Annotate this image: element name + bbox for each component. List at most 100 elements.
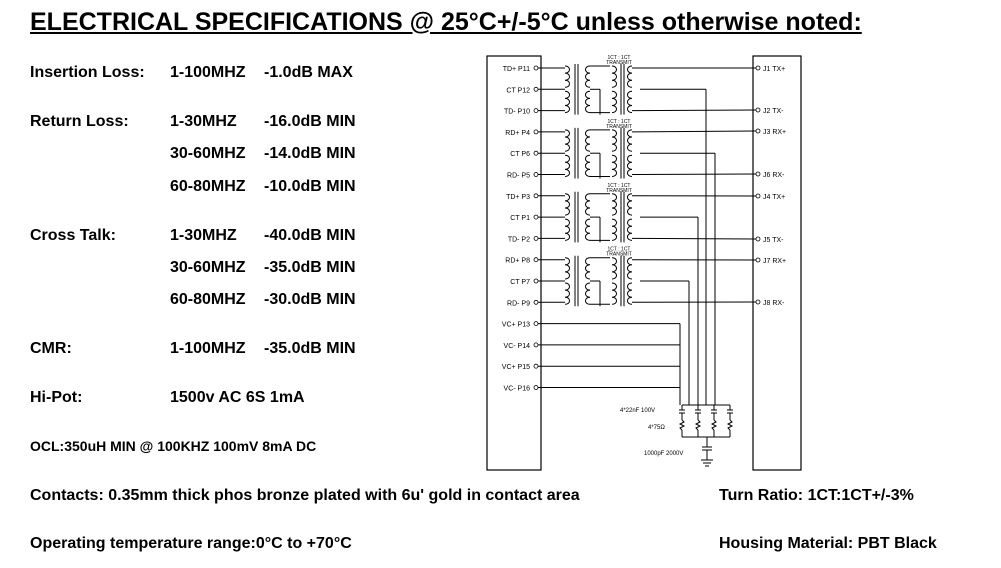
coil <box>611 193 617 216</box>
pin-terminal <box>533 321 539 327</box>
return-loss-value: -16.0dB MIN <box>264 113 356 130</box>
coil <box>564 193 570 216</box>
return-loss-row: 30-60MHZ -14.0dB MIN <box>0 145 470 165</box>
transformer-type-label: TRANSMIT <box>606 188 632 194</box>
cmr-row: CMR: 1-100MHZ -35.0dB MIN <box>0 340 470 360</box>
temperature-spec: Operating temperature range:0°C to +70°C <box>30 535 352 552</box>
resistor <box>710 419 718 431</box>
left-pin-label: TD+ P11 <box>503 66 530 73</box>
pin-terminal <box>533 65 539 71</box>
coil <box>564 218 570 241</box>
return-loss-value: -10.0dB MIN <box>264 178 356 195</box>
coil <box>564 154 570 177</box>
coil <box>564 90 570 114</box>
pin-terminal <box>755 65 761 71</box>
pin-terminal <box>533 129 539 135</box>
pin-terminal <box>533 172 539 177</box>
coil <box>627 65 633 88</box>
pin-terminal <box>533 214 539 220</box>
pin-terminal <box>533 193 539 199</box>
transformer-ratio-label: 1CT : 1CT <box>608 119 631 125</box>
pin-terminal <box>533 342 539 348</box>
coil <box>585 129 591 152</box>
cmr-value: -35.0dB MIN <box>264 340 356 357</box>
coil <box>611 90 617 114</box>
coil <box>564 257 570 280</box>
housing-spec: Housing Material: PBT Black <box>719 535 937 552</box>
cross-talk-freq: 1-30MHZ <box>170 227 237 244</box>
coil <box>585 282 591 305</box>
coil <box>627 90 633 114</box>
cmr-label: CMR: <box>30 340 72 357</box>
insertion-loss-label: Insertion Loss: <box>30 64 145 81</box>
wire <box>631 173 757 175</box>
return-loss-row: Return Loss: 1-30MHZ -16.0dB MIN <box>0 113 470 133</box>
pin-terminal <box>755 257 761 263</box>
transformer-type-label: TRANSMIT <box>606 60 632 66</box>
transformer-ratio-label: 1CT : 1CT <box>608 55 631 61</box>
coil <box>627 154 633 177</box>
coil <box>627 218 633 241</box>
left-pin-label: VC- P16 <box>504 386 531 393</box>
transformer-ratio-label: 1CT : 1CT <box>608 183 631 189</box>
coil <box>585 193 591 216</box>
pin-terminal <box>533 278 539 284</box>
termination-network <box>678 409 734 467</box>
return-loss-value: -14.0dB MIN <box>264 145 356 162</box>
left-pin-label: TD- P10 <box>504 109 530 116</box>
coil <box>585 154 591 177</box>
coil <box>564 65 570 88</box>
right-pin-label: J7 RX+ <box>763 258 786 265</box>
right-pin-label: J6 RX- <box>763 172 785 179</box>
left-pin-label: RD+ P4 <box>505 130 530 137</box>
return-loss-row: 60-80MHZ -10.0dB MIN <box>0 178 470 198</box>
pins <box>533 65 761 390</box>
pin-terminal <box>533 299 539 305</box>
right-pin-label: J8 RX- <box>763 300 785 307</box>
wire <box>631 237 757 240</box>
pin-terminal <box>533 363 539 369</box>
pin-terminal <box>755 299 761 305</box>
pin-terminal <box>533 235 539 241</box>
left-pin-label: CT P1 <box>510 215 530 222</box>
right-pin-label: J1 TX+ <box>763 66 785 73</box>
wire <box>631 109 757 112</box>
pin-terminal <box>755 107 761 113</box>
return-loss-freq: 60-80MHZ <box>170 178 246 195</box>
left-pin-label: VC+ P15 <box>502 364 530 371</box>
coil <box>627 282 633 305</box>
coil <box>611 154 617 177</box>
wire <box>631 130 757 133</box>
transformer-ratio-label: 1CT : 1CT <box>608 247 631 253</box>
coil <box>564 129 570 152</box>
coil <box>627 129 633 152</box>
resistor <box>678 419 686 431</box>
right-pin-label: J4 TX+ <box>763 194 785 201</box>
cross-talk-row: 60-80MHZ -30.0dB MIN <box>0 291 470 311</box>
cross-talk-value: -40.0dB MIN <box>264 227 356 244</box>
right-connector-box <box>752 55 802 471</box>
coil <box>627 193 633 216</box>
insertion-loss-value: -1.0dB MAX <box>264 64 353 81</box>
left-pin-label: CT P6 <box>510 151 530 158</box>
capacitor-label: 4*22nF 100V <box>620 408 655 414</box>
coil <box>585 65 591 88</box>
insertion-loss-row: Insertion Loss: 1-100MHZ -1.0dB MAX <box>0 64 470 84</box>
left-pin-label: RD- P5 <box>507 173 530 180</box>
transformers <box>564 64 633 307</box>
coil <box>611 129 617 152</box>
cross-talk-row: Cross Talk: 1-30MHZ -40.0dB MIN <box>0 227 470 247</box>
return-loss-label: Return Loss: <box>30 113 129 130</box>
cross-talk-label: Cross Talk: <box>30 227 116 244</box>
hipot-value: 1500v AC 6S 1mA <box>170 389 305 406</box>
pin-terminal <box>755 193 761 199</box>
right-pin-label: J5 TX- <box>763 237 784 244</box>
left-pin-label: CT P7 <box>510 279 530 286</box>
page-title: ELECTRICAL SPECIFICATIONS @ 25°C+/-5°C u… <box>30 8 862 36</box>
left-pin-label: TD+ P3 <box>506 194 530 201</box>
transformer-type-label: TRANSMIT <box>606 124 632 130</box>
resistor <box>726 419 734 431</box>
hv-capacitor-label: 1000pF 2000V <box>644 451 683 457</box>
